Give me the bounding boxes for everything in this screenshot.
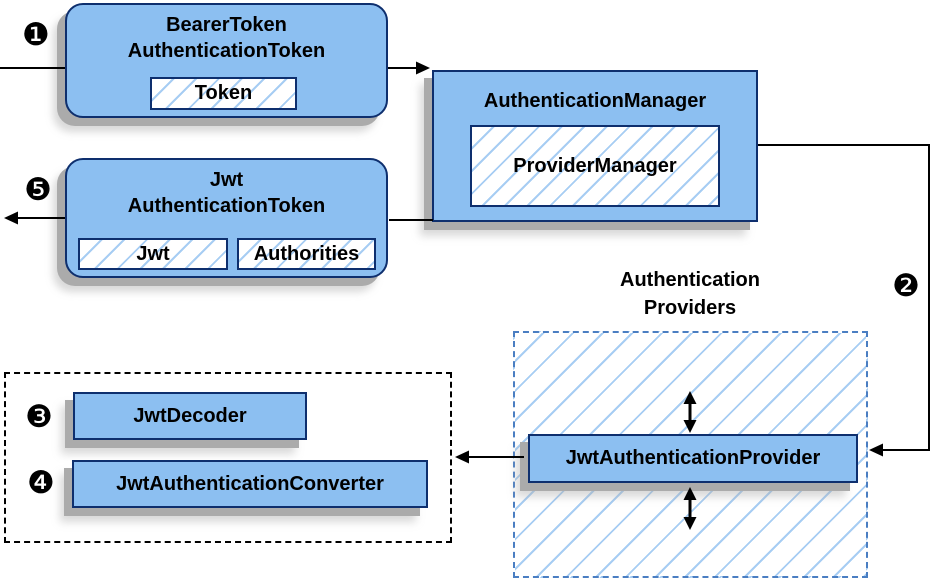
jwt-decoder-box: JwtDecoder: [73, 392, 307, 440]
step-4-badge: ❹: [27, 465, 55, 501]
token-field: Token: [150, 77, 297, 110]
bearer-token-title-line2: AuthenticationToken: [127, 40, 326, 62]
step-3-badge: ❸: [25, 399, 53, 435]
authentication-manager-title: AuthenticationManager: [483, 90, 707, 112]
provider-manager-field: ProviderManager: [470, 125, 720, 207]
authentication-providers-label-line1: Authentication: [620, 269, 760, 291]
authentication-providers-label: Authentication Providers: [560, 266, 820, 322]
jwt-authentication-provider-box: JwtAuthenticationProvider: [528, 434, 858, 483]
arrow-bearer-to-manager: [388, 61, 430, 75]
jwt-authentication-converter-box: JwtAuthenticationConverter: [72, 460, 428, 508]
authentication-providers-label-line2: Providers: [643, 297, 737, 319]
jwt-token-title: Jwt AuthenticationToken: [67, 160, 386, 219]
jwt-token-title-line2: AuthenticationToken: [127, 195, 326, 217]
step-1-badge: ❶: [22, 17, 50, 53]
jwt-field: Jwt: [78, 238, 228, 270]
jwt-authentication-token-box: Jwt AuthenticationToken Jwt Authorities: [65, 158, 388, 278]
jwt-token-title-line1: Jwt: [209, 169, 244, 191]
bearer-token-title-line1: BearerToken: [166, 14, 287, 36]
authorities-field: Authorities: [237, 238, 376, 270]
bearer-token-title: BearerToken AuthenticationToken: [67, 5, 386, 64]
arrow-jwt-token-out: [4, 211, 65, 225]
step-5-badge: ❺: [24, 172, 52, 208]
step-2-badge: ❷: [892, 268, 920, 304]
jwt-helpers-container: [4, 372, 452, 543]
authentication-manager-box: AuthenticationManager ProviderManager: [432, 70, 758, 222]
bearer-token-authentication-token-box: BearerToken AuthenticationToken Token: [65, 3, 388, 118]
